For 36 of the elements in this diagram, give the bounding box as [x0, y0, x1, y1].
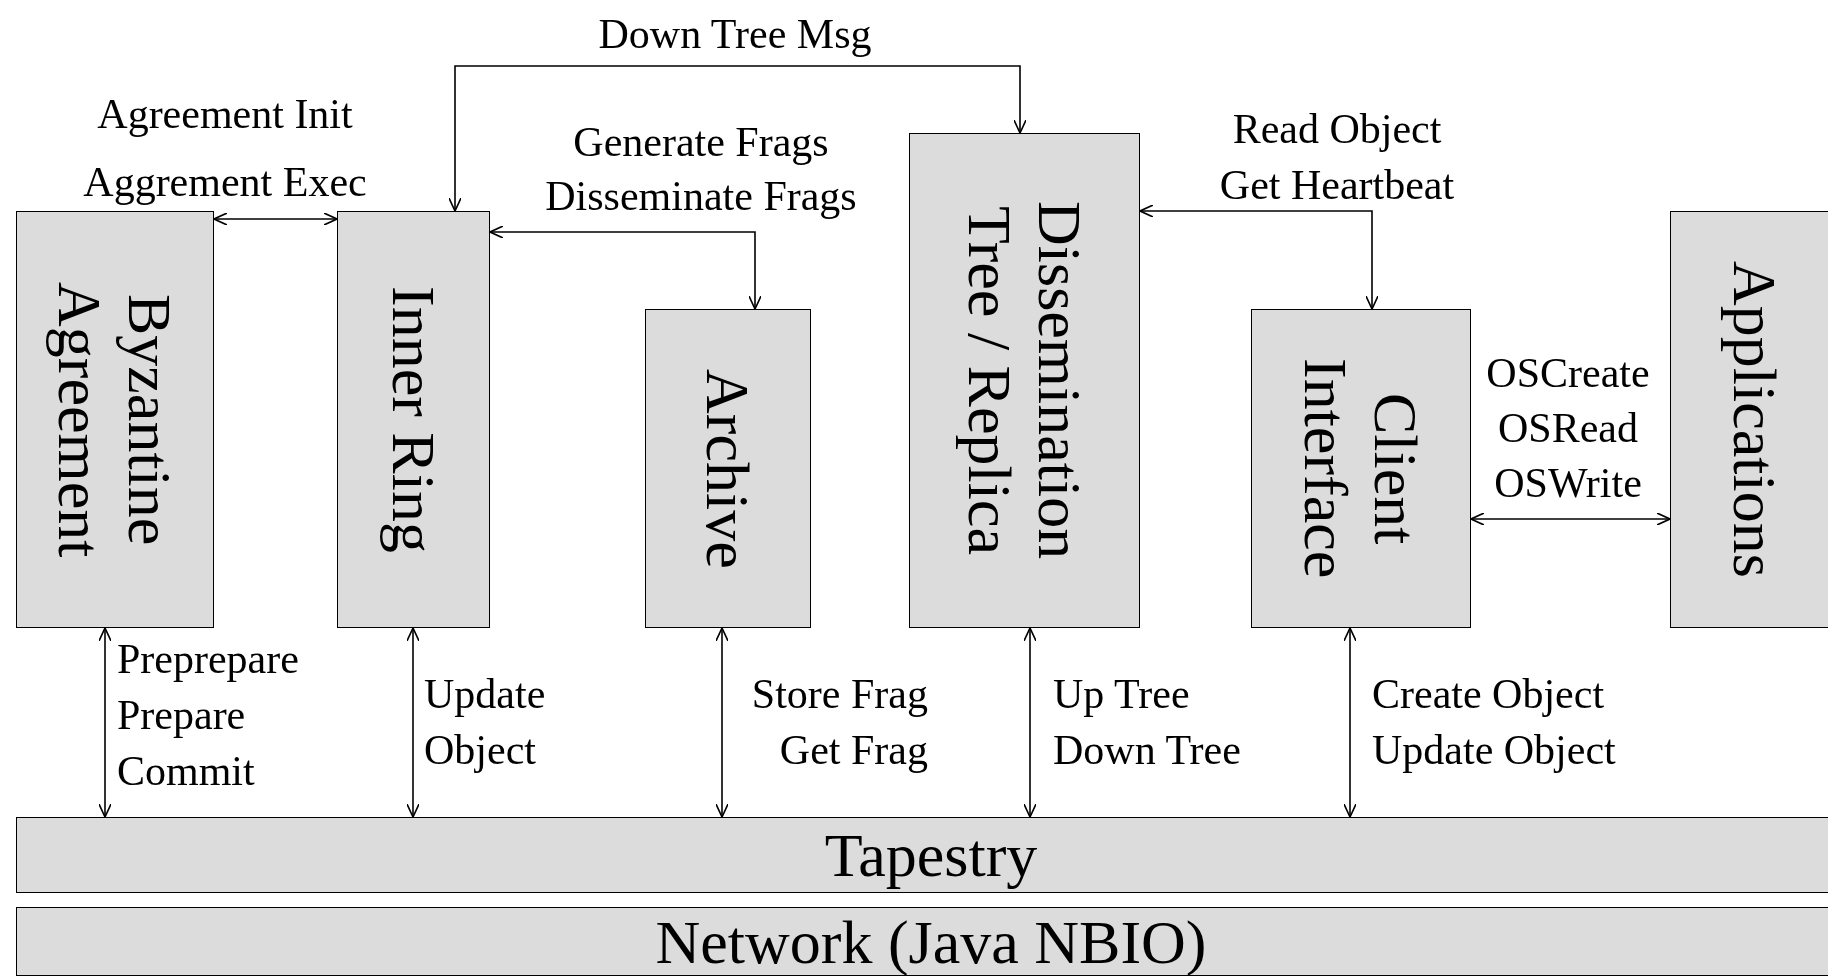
- arrow: [448, 65, 1027, 212]
- edge-label: Generate Frags Disseminate Frags: [544, 118, 858, 221]
- module-box: [16, 211, 214, 628]
- layer-label: Tapestry: [824, 823, 1038, 887]
- arrow: [1470, 512, 1671, 526]
- edge-label: OSCreate OSRead OSWrite: [1485, 349, 1651, 508]
- arrow: [489, 225, 762, 310]
- module-box: [645, 309, 811, 628]
- edge-label: Preprepare Prepare Commit: [117, 635, 300, 796]
- edge-label: Read Object Get Heartbeat: [1218, 105, 1456, 210]
- edge-label: Store Frag Get Frag: [750, 670, 928, 775]
- layer-label: Network (Java NBIO): [655, 909, 1207, 974]
- edge-label: Down Tree Msg: [597, 10, 873, 59]
- module-box: [909, 133, 1140, 628]
- arrow: [406, 627, 420, 818]
- arrow: [1139, 204, 1379, 310]
- arrow: [98, 627, 112, 818]
- arrow: [1023, 627, 1037, 818]
- edge-label: Agreement Init Aggrement Exec: [82, 90, 368, 207]
- edge-label: Up Tree Down Tree: [1053, 670, 1242, 775]
- arrow: [715, 627, 729, 818]
- layer-bar: [16, 817, 1828, 893]
- module-label: Dissemination Tree / Replica: [954, 200, 1095, 562]
- module-label: Inner Ring: [378, 286, 449, 553]
- module-label: Archive: [693, 368, 763, 569]
- module-box: [1670, 211, 1828, 628]
- module-label: Applications: [1720, 261, 1790, 578]
- module-box: [1251, 309, 1471, 628]
- edge-label: Create Object Update Object: [1372, 670, 1617, 775]
- module-label: Client Interface: [1291, 357, 1431, 581]
- module-box: [337, 211, 490, 628]
- edge-label: Update Object: [424, 670, 547, 775]
- arrow: [1343, 627, 1357, 818]
- layer-bar: [16, 907, 1828, 976]
- module-label: Byzantine Agreement: [45, 280, 185, 560]
- arrow: [213, 212, 338, 226]
